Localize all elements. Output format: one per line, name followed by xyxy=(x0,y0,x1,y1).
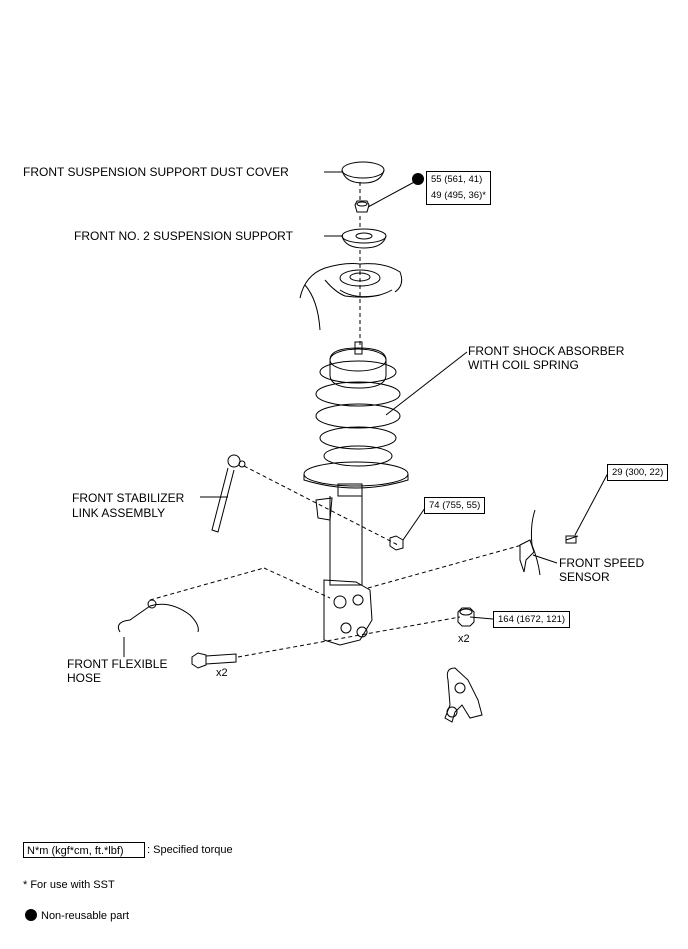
label-stabilizer-line1: FRONT STABILIZER xyxy=(72,491,185,505)
torque-box-sensor: 29 (300, 22) xyxy=(607,464,669,481)
label-flexible-hose-line1: FRONT FLEXIBLE xyxy=(67,657,168,671)
torque-box-top: 55 (561, 41) 49 (495, 36)* xyxy=(426,171,491,205)
strut-tower xyxy=(299,263,403,331)
label-speed-sensor-line2: SENSOR xyxy=(559,570,610,584)
legend-torque-desc: : Specified torque xyxy=(147,844,233,856)
torque-top-line1: 55 (561, 41) xyxy=(431,174,483,185)
top-nut xyxy=(354,200,370,213)
no2-support xyxy=(341,228,387,249)
label-shock-absorber-line2: WITH COIL SPRING xyxy=(468,358,579,372)
qty-knuckle-nut: x2 xyxy=(458,633,470,645)
legend-nonreusable-icon xyxy=(25,909,37,921)
dust-cover xyxy=(341,161,385,184)
stabilizer-nut xyxy=(389,535,404,551)
legend-nonreusable-text: Non-reusable part xyxy=(41,910,130,922)
nonreusable-marker-top xyxy=(412,173,424,185)
qty-knuckle-bolt: x2 xyxy=(216,667,228,679)
label-shock-absorber-line1: FRONT SHOCK ABSORBER xyxy=(468,344,625,358)
label-flexible-hose-line2: HOSE xyxy=(67,671,102,685)
speed-sensor xyxy=(519,509,579,576)
torque-box-knuckle: 164 (1672, 121) xyxy=(493,611,571,628)
alignment-lines xyxy=(149,182,523,658)
shock-absorber xyxy=(303,341,409,646)
label-speed-sensor-line1: FRONT SPEED xyxy=(559,556,645,570)
torque-top-line2: 49 (495, 36)* xyxy=(431,190,486,201)
label-no2-support: FRONT NO. 2 SUSPENSION SUPPORT xyxy=(74,229,293,243)
label-stabilizer-line2: LINK ASSEMBLY xyxy=(72,506,166,520)
torque-box-stabilizer: 74 (755, 55) xyxy=(424,497,486,514)
knuckle-bolt xyxy=(191,652,237,669)
flexible-hose xyxy=(117,599,199,633)
label-dust-cover: FRONT SUSPENSION SUPPORT DUST COVER xyxy=(23,165,289,179)
steering-knuckle xyxy=(444,667,483,723)
leader-lines xyxy=(123,171,609,657)
legend-sst-note: * For use with SST xyxy=(23,879,115,891)
legend-torque-unit: N*m (kgf*cm, ft.*lbf) xyxy=(23,842,145,858)
stabilizer-link xyxy=(211,454,246,533)
knuckle-nut xyxy=(457,607,475,627)
